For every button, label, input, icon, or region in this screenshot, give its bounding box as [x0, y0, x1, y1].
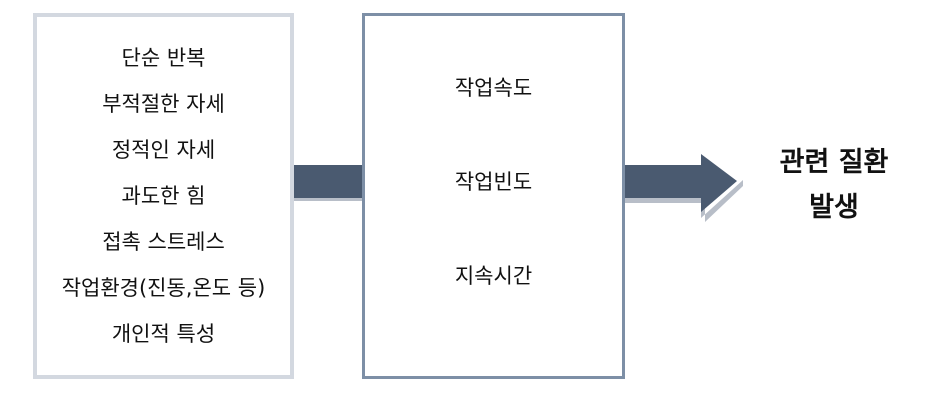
outcome-line-1: 관련 질환 [779, 147, 889, 178]
risk-factor-item: 접촉 스트레스 [102, 230, 225, 254]
outcome-arrow-shadow [625, 180, 743, 222]
measure-item: 작업속도 [454, 76, 533, 100]
risk-factor-list: 단순 반복 부적절한 자세 정적인 자세 과도한 힘 접촉 스트레스 작업환경(… [37, 47, 290, 369]
connector-arrow-left [294, 165, 364, 201]
risk-factor-item: 작업환경(진동,온도 등) [61, 276, 266, 300]
measure-item: 작업빈도 [454, 170, 533, 194]
outcome-line-2: 발생 [809, 192, 859, 223]
measure-item: 지속시간 [454, 264, 533, 288]
risk-factor-item: 정적인 자세 [111, 138, 216, 162]
risk-factor-item: 과도한 힘 [121, 184, 206, 208]
outcome-arrow [625, 154, 743, 222]
risk-factor-item: 부적절한 자세 [102, 92, 225, 116]
risk-factors-box: 단순 반복 부적절한 자세 정적인 자세 과도한 힘 접촉 스트레스 작업환경(… [33, 13, 294, 379]
risk-factor-item: 단순 반복 [121, 46, 206, 70]
outcome-arrow-head [625, 154, 737, 212]
risk-factor-item: 개인적 특성 [111, 322, 216, 346]
outcome-label: 관련 질환 발생 [744, 140, 924, 230]
work-measures-box: 작업속도 작업빈도 지속시간 [362, 13, 625, 379]
connector-bar [294, 165, 364, 198]
